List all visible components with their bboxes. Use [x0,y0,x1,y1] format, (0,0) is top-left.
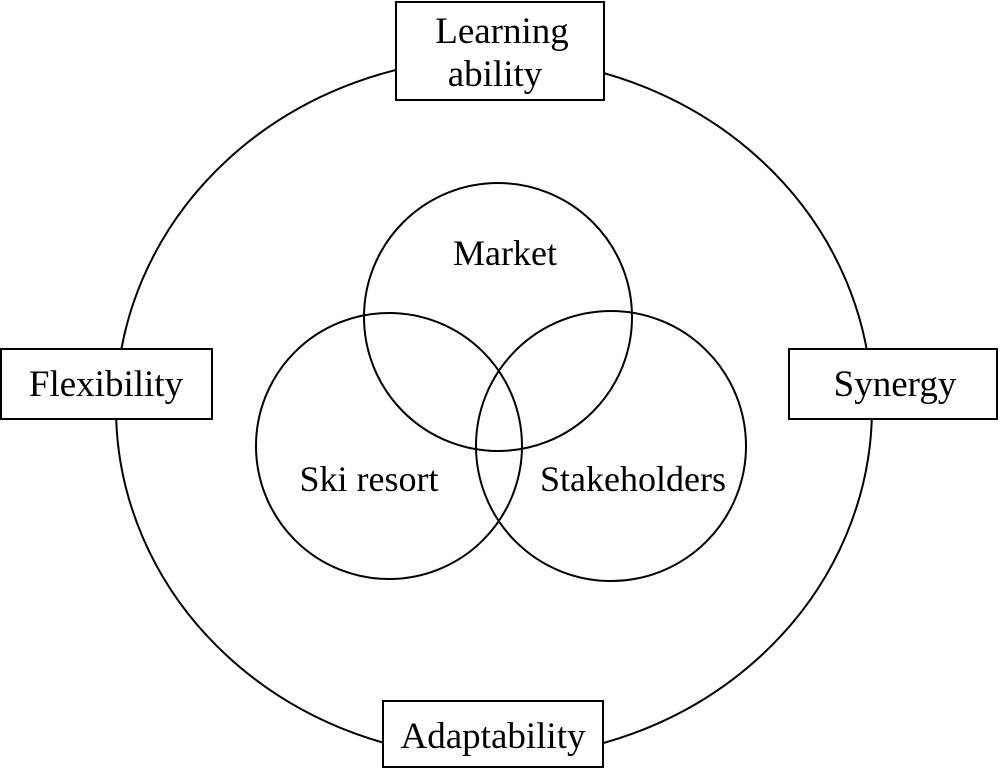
venn-circle-ski-resort [255,312,523,580]
venn-label-ski-resort: Ski resort [300,459,439,499]
box-flexibility: Flexibility [0,348,213,420]
box-learning-ability-line-2: ability [448,54,543,95]
box-adaptability: Adaptability [382,700,604,768]
outer-ring [115,57,873,759]
box-flexibility-label: Flexibility [29,364,184,405]
box-adaptability-label: Adaptability [401,716,586,757]
venn-circle-stakeholders [475,310,747,582]
venn-circle-market [363,182,633,452]
venn-label-stakeholders: Stakeholders [540,459,726,499]
box-synergy: Synergy [788,348,998,420]
box-learning-ability-line-1: Learning [435,11,569,52]
box-learning-ability: Learning ability [395,1,605,101]
venn-label-market: Market [453,233,557,273]
box-synergy-label: Synergy [834,364,957,405]
